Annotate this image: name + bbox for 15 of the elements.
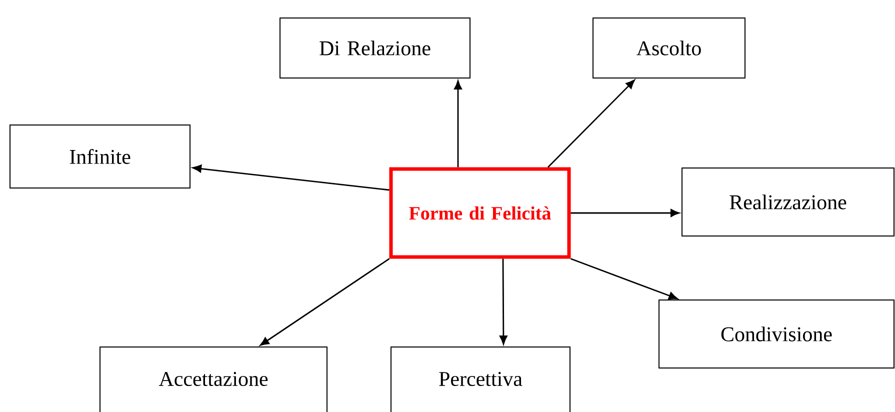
arrow bbox=[500, 258, 508, 345]
topic-box: Condivisione bbox=[658, 300, 894, 368]
arrow bbox=[570, 209, 680, 217]
topic-box: Percettiva bbox=[390, 346, 570, 412]
topic-box: Di Relazione bbox=[280, 18, 470, 78]
arrow bbox=[260, 258, 390, 346]
arrow bbox=[548, 80, 635, 168]
topic-box: Infinite bbox=[10, 124, 190, 188]
topic-box: Ascolto bbox=[592, 18, 746, 78]
arrow bbox=[192, 164, 390, 191]
topic-box: Accettazione bbox=[100, 346, 328, 412]
topic-box: Realizzazione bbox=[682, 168, 894, 236]
arrow bbox=[454, 80, 462, 168]
central-box: Forme di Felicità bbox=[389, 167, 571, 259]
arrow bbox=[570, 258, 678, 300]
